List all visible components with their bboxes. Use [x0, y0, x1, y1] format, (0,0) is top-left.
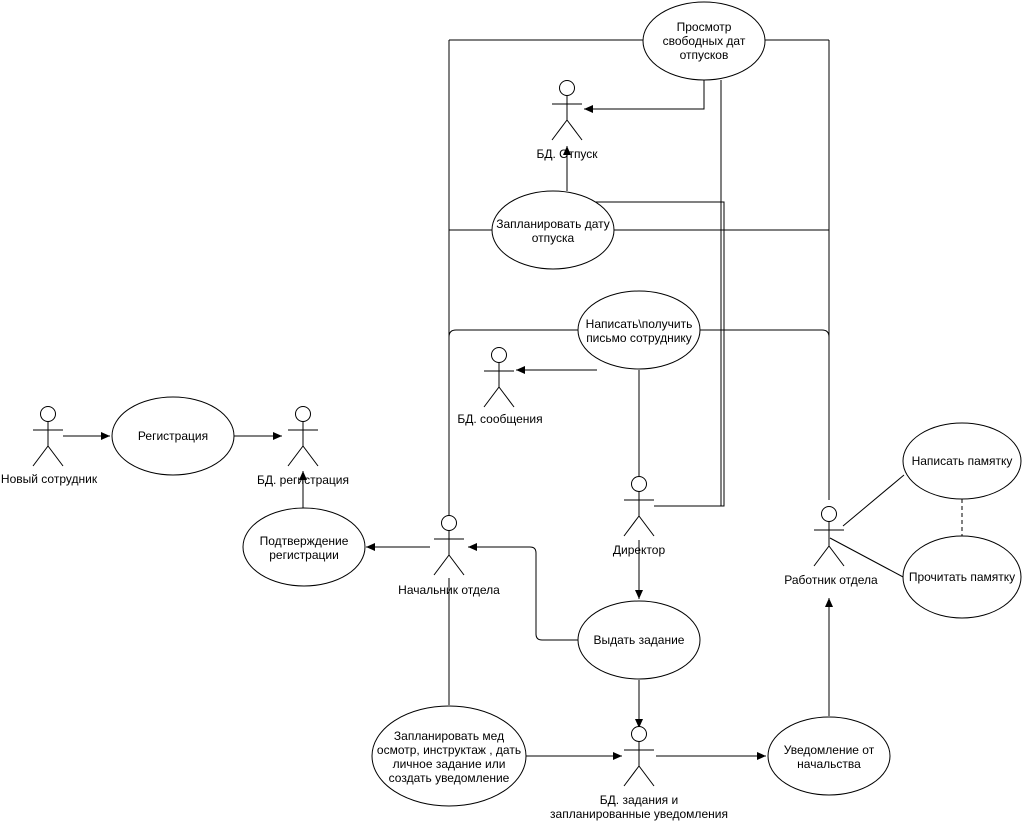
actor-db-registration: [287, 406, 319, 467]
edge-view-dates-to-db: [584, 80, 705, 113]
usecase-label-confirm-2: регистрации: [269, 548, 339, 562]
usecase-notification: [767, 716, 891, 796]
usecase-label-medical-3: личное задание или: [393, 757, 506, 771]
usecase-label-letter-1: Написать\получить: [586, 317, 693, 331]
actor-label-dept-head: Начальник отдела: [398, 583, 500, 597]
actor-label-db-registration: БД. регистрация: [257, 473, 349, 487]
edge-worker-to-write-memo: [842, 474, 905, 527]
usecase-label-plan-vacation-1: Запланировать дату: [496, 217, 610, 231]
usecase-plan-medical: [371, 705, 527, 807]
actor-db-messages: [483, 347, 515, 408]
usecase-label-view-dates-2: свободных дат: [663, 34, 746, 48]
edge-letter-right: [700, 329, 830, 345]
actor-dept-worker: [813, 506, 845, 567]
usecase-label-give-task: Выдать задание: [594, 633, 685, 647]
usecase-label-write-memo: Написать памятку: [912, 454, 1013, 468]
usecase-label-medical-2: осмотр, инструктаж , дать: [377, 743, 521, 757]
actor-new-employee: [32, 406, 64, 467]
usecase-label-read-memo: Прочитать памятку: [909, 570, 1015, 584]
usecase-label-confirm-1: Подтверждение: [260, 534, 349, 548]
usecase-label-view-dates-1: Просмотр: [677, 20, 732, 34]
usecase-read-memo: [902, 535, 1022, 619]
usecase-give-task: [577, 600, 701, 680]
actor-label-db-tasks-1: БД. задания и: [600, 793, 678, 807]
usecase-confirm-registration: [242, 507, 366, 587]
usecase-label-notification-1: Уведомление от: [784, 743, 875, 757]
actor-label-dept-worker: Работник отдела: [784, 573, 878, 587]
usecase-label-medical-4: создать уведомление: [389, 771, 510, 785]
usecase-view-free-dates: [642, 1, 766, 81]
edge-director-to-plan-vacation: [595, 201, 725, 507]
usecase-label-plan-vacation-2: отпуска: [532, 231, 575, 245]
edge-worker-to-read-memo: [829, 537, 906, 579]
actor-label-db-messages: БД. сообщения: [457, 412, 542, 426]
actor-db-vacation: [551, 80, 583, 141]
usecase-label-letter-2: письмо сотруднику: [586, 331, 692, 345]
edge-task-to-head: [468, 543, 583, 641]
usecase-write-letter: [577, 290, 701, 370]
edge-letter-left: [448, 329, 580, 345]
actor-director: [623, 476, 655, 537]
actor-db-tasks: [623, 726, 655, 787]
usecase-label-notification-2: начальства: [797, 757, 861, 771]
actor-label-director: Директор: [613, 543, 666, 557]
usecase-label-registration: Регистрация: [138, 429, 208, 443]
actor-label-new-employee: Новый сотрудник: [1, 472, 98, 486]
usecase-label-view-dates-3: отпусков: [680, 48, 729, 62]
usecase-plan-vacation: [491, 190, 615, 270]
actor-label-db-vacation: БД. Отпуск: [536, 147, 598, 161]
actor-label-db-tasks-2: запланированные уведомления: [550, 807, 728, 821]
usecase-registration: [111, 396, 235, 476]
actor-dept-head: [433, 515, 465, 576]
usecase-write-memo: [902, 422, 1022, 500]
usecase-label-medical-1: Запланировать мед: [394, 729, 504, 743]
